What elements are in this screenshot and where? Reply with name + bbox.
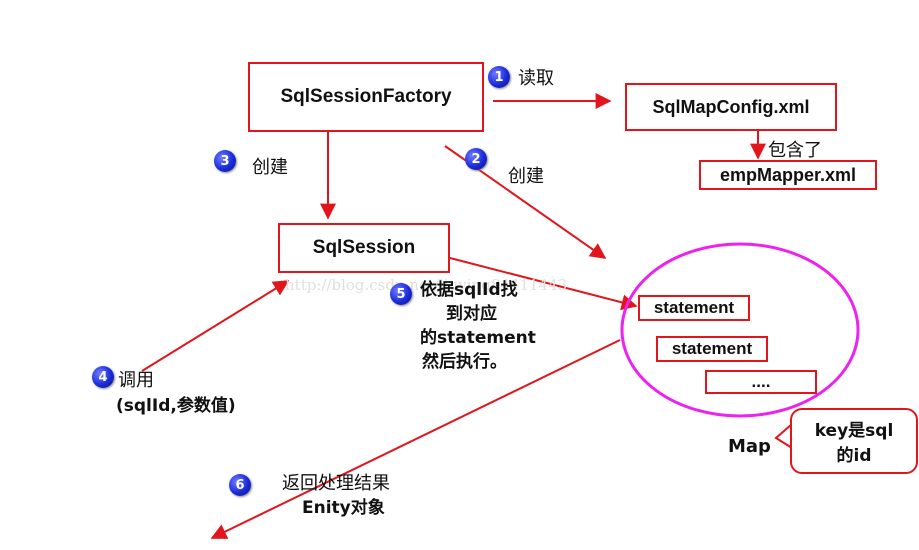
read-label: 读取: [518, 68, 554, 89]
arrow-execute: [449, 257, 638, 311]
watermark-text: http://blog.csdn.net/liuying84411443: [285, 276, 568, 294]
empmapper-box[interactable]: empMapper.xml: [699, 160, 877, 190]
return-label-1: 返回处理结果: [282, 473, 390, 494]
sqlmapconfig-box[interactable]: SqlMapConfig.xml: [625, 83, 837, 131]
statement-box-1[interactable]: statement: [638, 295, 750, 321]
statement-label-2: statement: [671, 339, 753, 358]
statement-box-more[interactable]: ....: [705, 370, 817, 394]
contains-label: 包含了: [768, 140, 822, 161]
statement-box-2[interactable]: statement: [656, 336, 768, 362]
sqlsessionfactory-box[interactable]: SqlSessionFactory: [248, 62, 484, 132]
step-3-badge: 3: [214, 150, 236, 172]
sqlsession-label: SqlSession: [312, 237, 416, 258]
callout-pointer: [774, 423, 793, 449]
step-2-badge: 2: [465, 148, 487, 170]
create-map-label: 创建: [508, 166, 544, 187]
statement-label-more: ....: [751, 372, 771, 391]
map-label: Map: [728, 436, 771, 457]
empmapper-label: empMapper.xml: [719, 164, 857, 185]
execute-label-2: 到对应: [446, 304, 497, 324]
callout-line-2: 的id: [836, 446, 872, 466]
sqlsessionfactory-label: SqlSessionFactory: [280, 86, 452, 107]
map-ellipse: [620, 242, 860, 418]
step-1-badge: 1: [488, 66, 510, 88]
step-5-badge: 5: [390, 283, 412, 305]
execute-label-4: 然后执行。: [422, 352, 507, 372]
key-callout: key是sql 的id: [790, 408, 918, 474]
step-6-badge: 6: [229, 474, 251, 496]
arrow-call: [141, 280, 290, 372]
call-label-2: (sqlId,参数值): [116, 396, 236, 416]
sqlsession-box[interactable]: SqlSession: [278, 223, 450, 273]
execute-label-1: 依据sqlId找: [420, 280, 518, 300]
execute-label-3: 的statement: [420, 328, 536, 348]
sqlmapconfig-label: SqlMapConfig.xml: [652, 96, 810, 117]
return-label-2: Enity对象: [302, 498, 385, 518]
create-session-label: 创建: [252, 157, 288, 178]
call-label-1: 调用: [118, 370, 154, 391]
arrow-return: [210, 339, 621, 539]
statement-label-1: statement: [653, 298, 735, 317]
step-4-badge: 4: [92, 366, 114, 388]
callout-line-1: key是sql: [814, 421, 894, 441]
